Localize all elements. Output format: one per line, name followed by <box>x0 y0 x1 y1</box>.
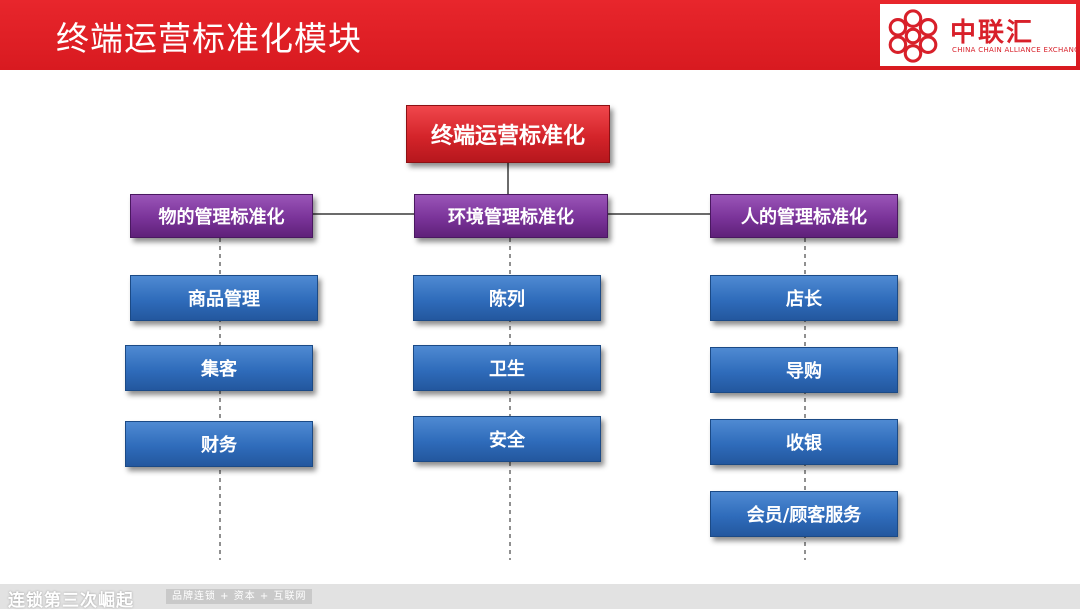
slide-title: 终端运营标准化模块 <box>56 19 362 58</box>
item-finance: 财务 <box>125 421 313 467</box>
item-safety: 安全 <box>413 416 601 462</box>
item-goods-management: 商品管理 <box>130 275 318 321</box>
item-customer-acquisition: 集客 <box>125 345 313 391</box>
footer-tagline: 品牌连锁 + 资本 + 互联网 <box>166 589 313 604</box>
item-store-manager: 店长 <box>710 275 898 321</box>
title-bar: 终端运营标准化模块 中联汇 CHINA CHAIN ALLIANCE EXCHA… <box>0 0 1080 70</box>
category-environment: 环境管理标准化 <box>414 194 608 238</box>
root-node: 终端运营标准化 <box>406 105 610 163</box>
category-goods: 物的管理标准化 <box>130 194 313 238</box>
item-shopping-guide: 导购 <box>710 347 898 393</box>
flower-logo-icon <box>888 9 938 63</box>
logo-name: 中联汇 <box>950 18 1035 48</box>
logo-subtitle: CHINA CHAIN ALLIANCE EXCHANGE <box>952 46 1080 54</box>
item-cashier: 收银 <box>710 419 898 465</box>
logo: 中联汇 CHINA CHAIN ALLIANCE EXCHANGE <box>880 4 1080 66</box>
item-member-service: 会员/顾客服务 <box>710 491 898 537</box>
footer-banner: 连锁第三次崛起 品牌连锁 + 资本 + 互联网 <box>0 584 1080 611</box>
category-people: 人的管理标准化 <box>710 194 898 238</box>
item-hygiene: 卫生 <box>413 345 601 391</box>
item-display: 陈列 <box>413 275 601 321</box>
footer-slogan: 连锁第三次崛起 <box>8 591 134 611</box>
